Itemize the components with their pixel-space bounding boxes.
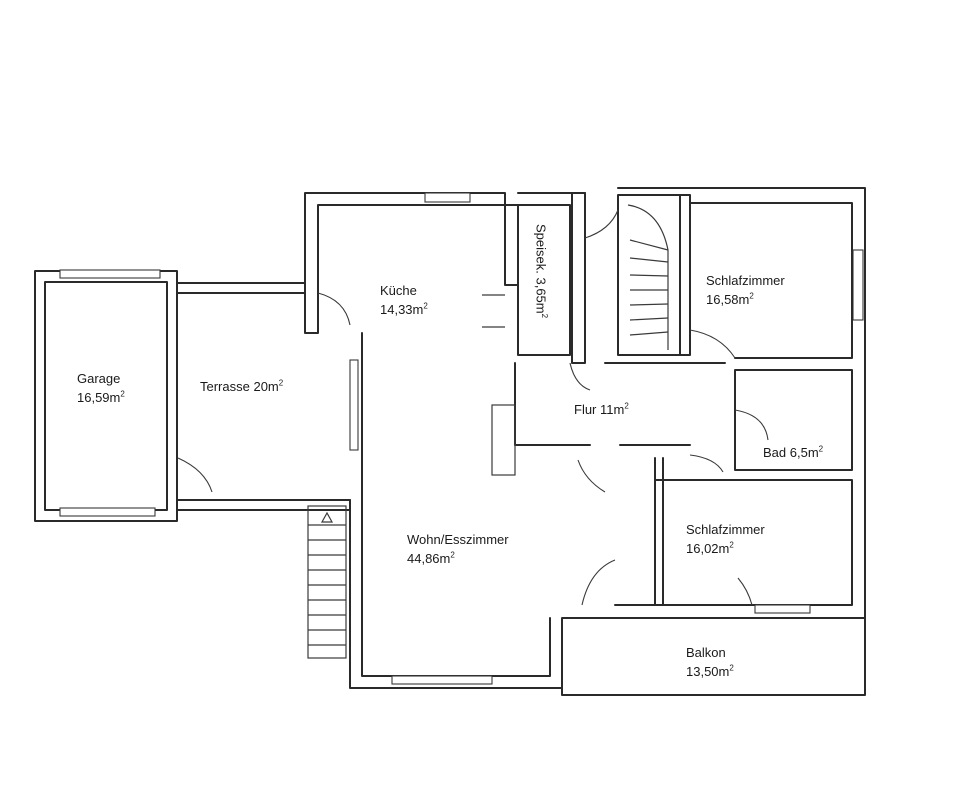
outdoor-stairs [307, 505, 347, 659]
schlafzimmer2-label: Schlafzimmer 16,02m2 [686, 520, 765, 558]
speisekammer-label: Speisek. 3,65m2 [534, 224, 549, 318]
schlafzimmer2-area: 16,02m [686, 541, 730, 556]
kitchen-window [424, 192, 471, 203]
balkon-area: 13,50m [686, 664, 730, 679]
living-door-swing [581, 559, 616, 606]
schlafzimmer1-name: Schlafzimmer [706, 273, 785, 288]
balkon-unit: 2 [729, 663, 734, 673]
balkon-label: Balkon 13,50m2 [686, 643, 734, 681]
wohn-area: 44,86m [407, 551, 451, 566]
speisekammer-text: Speisek. 3,65m [533, 224, 549, 314]
bad-walls [734, 369, 853, 471]
schlafzimmer1-unit: 2 [749, 291, 754, 301]
garage-unit: 2 [120, 389, 125, 399]
bedroom1-door-swing [689, 329, 736, 359]
garage-walls [34, 269, 213, 522]
schlafzimmer1-area: 16,58m [706, 292, 750, 307]
garage-window-bottom [59, 507, 156, 517]
flur-unit: 2 [624, 401, 629, 411]
schlafzimmer2-unit: 2 [729, 540, 734, 550]
kueche-area: 14,33m [380, 302, 424, 317]
kueche-label: Küche 14,33m2 [380, 281, 428, 319]
flur-walls [491, 362, 726, 493]
bedroom1-walls [689, 202, 853, 359]
kitchen-terrace-door [317, 292, 351, 326]
terrasse-unit: 2 [278, 378, 284, 388]
schlafzimmer2-name: Schlafzimmer [686, 522, 765, 537]
kueche-name: Küche [380, 283, 417, 298]
bedroom1-window [852, 249, 864, 321]
living-window-bottom [391, 675, 493, 685]
flur-text: Flur 11m [574, 402, 625, 417]
bedroom2-door-lower [737, 577, 753, 606]
balkon-outline [561, 617, 866, 696]
kueche-unit: 2 [423, 301, 428, 311]
stair-door-swing [584, 209, 619, 239]
speisekammer-unit: 2 [540, 313, 549, 319]
wohn-unit: 2 [450, 550, 455, 560]
garage-name: Garage [77, 371, 121, 386]
bedroom2-window [754, 604, 811, 614]
balkon-name: Balkon [686, 645, 726, 660]
flur-door-bottom [577, 459, 606, 493]
flur-door-left [569, 362, 591, 391]
wohn-name: Wohn/Esszimmer [407, 532, 509, 547]
stairwell [584, 194, 691, 356]
garage-door-swing [177, 457, 213, 493]
schlafzimmer1-label: Schlafzimmer 16,58m2 [706, 271, 785, 309]
terrasse-outline [176, 282, 351, 511]
bedroom2-door-swing [689, 454, 724, 473]
garage-label: Garage 16,59m2 [77, 369, 125, 407]
garage-area: 16,59m [77, 390, 121, 405]
terrasse-text: Terrasse 20m [200, 379, 279, 394]
bad-label: Bad 6,5m2 [763, 443, 823, 462]
bad-unit: 2 [818, 444, 824, 454]
flur-label: Flur 11m2 [574, 400, 629, 419]
terrasse-label: Terrasse 20m2 [200, 377, 283, 396]
bad-text: Bad 6,5m [763, 445, 819, 460]
speisekammer-walls [482, 192, 586, 364]
bedroom2-walls [581, 454, 853, 614]
bad-door-swing [734, 409, 769, 441]
wohn-label: Wohn/Esszimmer 44,86m2 [407, 530, 509, 568]
living-window-side [349, 359, 359, 451]
house-outer-walls [304, 187, 866, 689]
garage-window-top [59, 269, 161, 279]
